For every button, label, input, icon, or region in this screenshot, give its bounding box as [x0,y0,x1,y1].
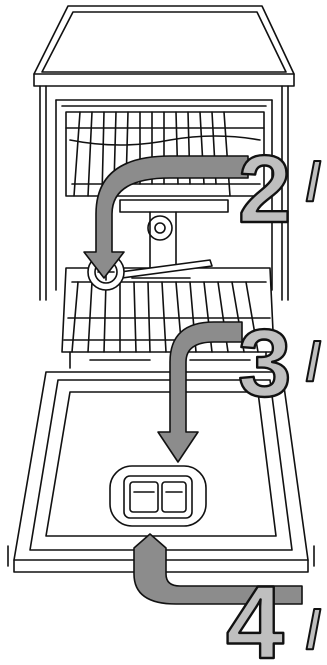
detergent-dispenser-icon [110,466,206,526]
step-number-4: 4 [226,565,284,660]
step-number-3: 3 [238,310,291,417]
step-2-suffix: / [306,152,321,212]
worktop-lid [34,6,294,86]
step-3-suffix: / [306,332,321,392]
step-4-suffix: / [306,600,321,660]
step-number-2: 2 [238,136,291,243]
lower-spray-arm [120,260,212,278]
